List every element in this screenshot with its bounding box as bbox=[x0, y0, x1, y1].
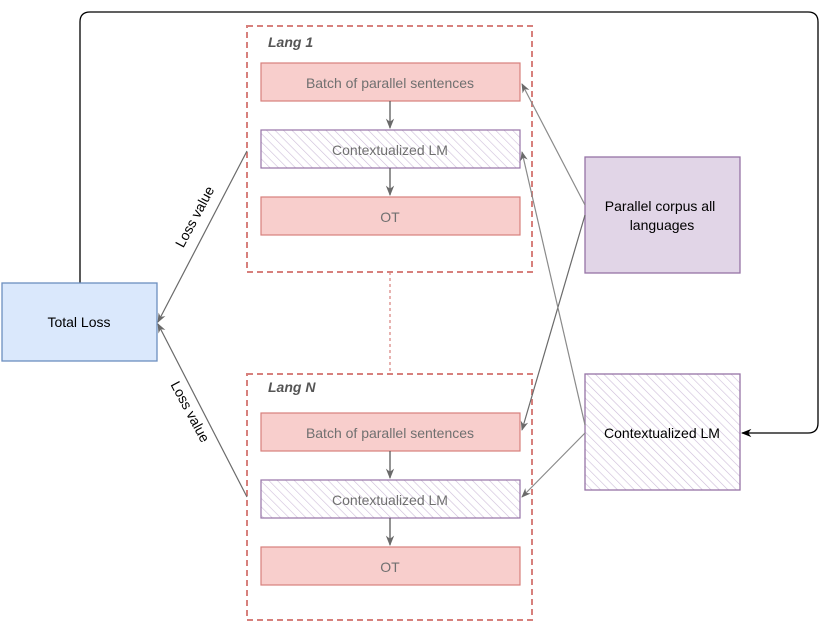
arrow-shared-lm-to-lm-1 bbox=[520, 151, 586, 426]
ot-label-n: OT bbox=[380, 559, 400, 575]
parallel-corpus-line-2: languages bbox=[630, 217, 695, 233]
lm-box-n[interactable] bbox=[260, 479, 521, 519]
ot-label-1: OT bbox=[380, 209, 400, 225]
batch-label-1: Batch of parallel sentences bbox=[306, 75, 474, 91]
total-loss-box[interactable] bbox=[1, 282, 158, 362]
arrow-corpus-to-batch-1 bbox=[521, 83, 586, 206]
loss-value-label-top: Loss value bbox=[172, 183, 218, 250]
parallel-corpus-line-1: Parallel corpus all bbox=[605, 198, 716, 214]
feedback-loop-arrow bbox=[79, 11, 819, 438]
lm-label-n: Contextualized LM bbox=[332, 492, 448, 508]
lang-1-title: Lang 1 bbox=[268, 34, 313, 50]
arrow-corpus-to-batch-n bbox=[520, 214, 586, 431]
batch-label-n: Batch of parallel sentences bbox=[306, 425, 474, 441]
lang-n-group bbox=[246, 373, 533, 621]
lang-n-title: Lang N bbox=[268, 379, 316, 395]
total-loss-label: Total Loss bbox=[47, 314, 110, 330]
shared-lm-box[interactable] bbox=[584, 373, 741, 491]
ot-box-n[interactable] bbox=[260, 546, 521, 586]
ot-box-1[interactable] bbox=[260, 196, 521, 236]
shared-lm-label: Contextualized LM bbox=[604, 425, 720, 441]
parallel-corpus-box[interactable] bbox=[584, 156, 741, 274]
arrow-shared-lm-to-lm-n bbox=[521, 432, 586, 498]
arrow-loss-n-to-total bbox=[157, 323, 248, 498]
arrow-loss-1-to-total bbox=[157, 150, 248, 323]
parallel-corpus-label: Parallel corpus all languages bbox=[605, 198, 719, 233]
batch-box-n[interactable] bbox=[260, 412, 521, 452]
batch-box-1[interactable] bbox=[260, 62, 521, 102]
lm-label-1: Contextualized LM bbox=[332, 142, 448, 158]
